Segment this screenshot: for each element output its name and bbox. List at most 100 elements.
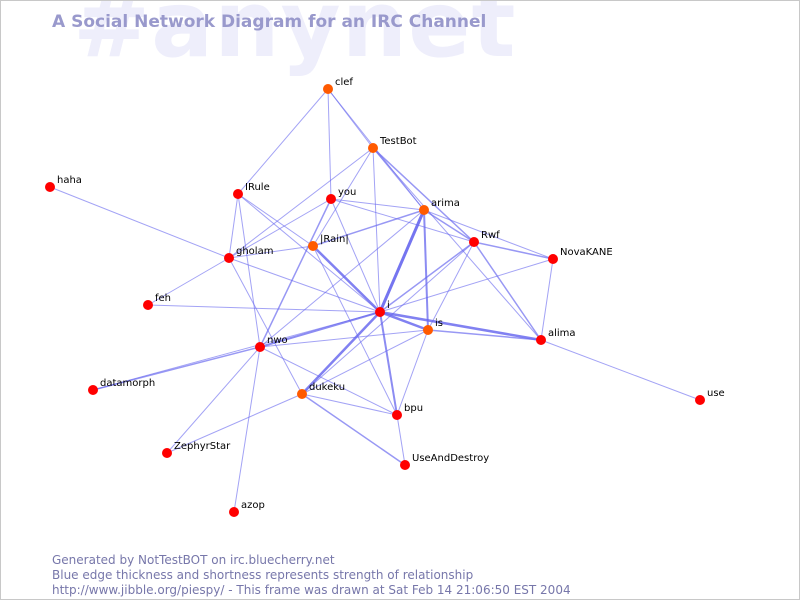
footer-generated-by: Generated by NotTestBOT on irc.bluecherr… xyxy=(52,553,335,567)
edge-arima-you xyxy=(330,198,425,211)
node-dot xyxy=(255,342,265,352)
node-dot xyxy=(419,205,429,215)
node-dot xyxy=(695,395,705,405)
edge-Rwf-dukeku xyxy=(301,241,475,395)
node-IRule: IRule xyxy=(233,182,270,199)
edge-Rain-bpu xyxy=(312,245,398,416)
edge-alima-use xyxy=(540,339,701,401)
node-you: you xyxy=(326,187,356,204)
edge-you-nwo xyxy=(259,198,332,348)
edge-i-IRule xyxy=(237,193,381,313)
node-ZephyrStar: ZephyrStar xyxy=(162,441,231,458)
edge-gholam-dukeku xyxy=(228,257,303,395)
edge-TestBot-Rain xyxy=(312,147,374,247)
node-haha: haha xyxy=(45,175,82,192)
node-feh: feh xyxy=(143,293,171,310)
node-arima: arima xyxy=(419,198,460,215)
edge-Rwf-is xyxy=(427,241,475,331)
node-is: is xyxy=(423,318,443,335)
edge-Rwf-NovaKANE xyxy=(473,241,554,260)
node-NovaKANE: NovaKANE xyxy=(548,247,613,264)
node-alima: alima xyxy=(536,328,576,345)
node-label: you xyxy=(338,187,356,198)
node-dot xyxy=(469,237,479,247)
node-label: datamorph xyxy=(100,378,155,389)
footer: Generated by NotTestBOT on irc.bluecherr… xyxy=(52,553,571,598)
node-dot xyxy=(536,335,546,345)
node-dot xyxy=(143,300,153,310)
node-dot xyxy=(375,307,385,317)
node-label: dukeku xyxy=(309,382,345,393)
edge-arima-is xyxy=(423,209,429,331)
node-label: is xyxy=(435,318,443,329)
node-label: clef xyxy=(335,77,353,88)
node-label: use xyxy=(707,388,725,399)
edge-nwo-ZephyrStar xyxy=(166,346,261,454)
node-label: nwo xyxy=(267,335,288,346)
node-clef: clef xyxy=(323,77,353,94)
node-dot xyxy=(423,325,433,335)
node-datamorph: datamorph xyxy=(88,378,155,395)
edge-i-alima xyxy=(378,310,543,342)
node-label: i xyxy=(387,300,390,311)
node-Rwf: Rwf xyxy=(469,230,500,247)
node-dot xyxy=(326,194,336,204)
node-label: IRule xyxy=(245,182,270,193)
node-dot xyxy=(233,189,243,199)
edge-gholam-haha xyxy=(49,186,230,259)
edge-i-feh xyxy=(147,304,381,313)
node-label: UseAndDestroy xyxy=(412,453,489,464)
edge-arima-Rain xyxy=(312,209,425,247)
edge-alima-TestBot xyxy=(372,147,542,341)
node-label: bpu xyxy=(404,403,423,414)
node-label: |Rain| xyxy=(320,234,349,245)
edge-i-NovaKANE xyxy=(379,258,554,313)
node-label: ZephyrStar xyxy=(174,441,231,452)
node-i: i xyxy=(375,300,390,317)
node-label: azop xyxy=(241,500,265,511)
node-TestBot: TestBot xyxy=(368,136,417,153)
edge-dukeku-bpu xyxy=(301,393,398,416)
edge-Rwf-TestBot xyxy=(372,147,475,243)
edge-clef-IRule xyxy=(237,88,329,195)
edge-is-bpu xyxy=(396,329,429,416)
edge-i-dukeku xyxy=(300,310,382,396)
edge-nwo-bpu xyxy=(259,346,398,416)
edge-Rwf-alima xyxy=(473,241,542,341)
edge-Rwf-you xyxy=(330,198,475,243)
node-dot xyxy=(224,253,234,263)
edge-nwo-datamorph xyxy=(92,346,261,391)
node-label: TestBot xyxy=(379,136,417,147)
edge-i-is xyxy=(378,310,430,332)
node-bpu: bpu xyxy=(392,403,423,420)
edge-IRule-Rain xyxy=(237,193,314,247)
node-dot xyxy=(88,385,98,395)
node-label: arima xyxy=(431,198,460,209)
footer-url-timestamp: http://www.jibble.org/piespy/ - This fra… xyxy=(52,583,571,597)
edge-TestBot-gholam xyxy=(228,147,374,259)
edges-layer xyxy=(49,88,701,513)
edge-Rain-gholam xyxy=(228,245,314,259)
edge-dukeku-UseAndDestroy xyxy=(301,393,406,466)
node-dot xyxy=(45,182,55,192)
edge-i-you xyxy=(330,198,381,313)
edge-i-TestBot xyxy=(372,147,381,313)
node-label: alima xyxy=(548,328,576,339)
node-dot xyxy=(323,84,333,94)
edge-IRule-gholam xyxy=(228,193,239,259)
node-dukeku: dukeku xyxy=(297,382,345,399)
node-dot xyxy=(297,389,307,399)
edge-i-gholam xyxy=(228,257,381,313)
channel-watermark: #anynet xyxy=(73,0,517,78)
edge-is-dukeku xyxy=(301,329,429,395)
footer-legend-note: Blue edge thickness and shortness repres… xyxy=(52,568,474,582)
edge-i-arima xyxy=(378,208,426,314)
node-dot xyxy=(308,241,318,251)
node-dot xyxy=(392,410,402,420)
node-nwo: nwo xyxy=(255,335,288,352)
edge-bpu-UseAndDestroy xyxy=(396,414,406,466)
node-use: use xyxy=(695,388,725,405)
edge-arima-nwo xyxy=(259,209,425,348)
